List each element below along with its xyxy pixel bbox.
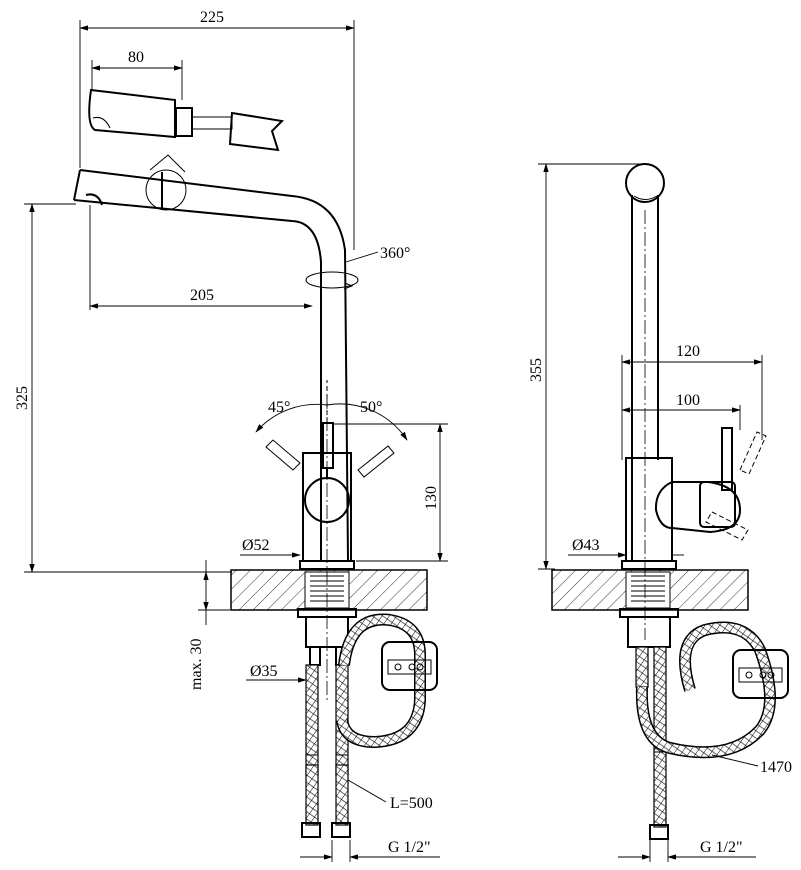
dim-g12-right: G 1/2" (700, 839, 743, 856)
dim-max30: max. 30 (188, 638, 205, 690)
dim-g12-left: G 1/2" (388, 839, 431, 856)
pullout-hose-loop-right (635, 621, 789, 759)
dim-45deg: 45° (268, 399, 290, 416)
mixer-body (265, 422, 395, 570)
mixer-body-side (621, 427, 767, 570)
dim-l500: L=500 (390, 795, 433, 812)
spout-side (625, 163, 665, 560)
pullout-head (88, 88, 285, 152)
side-view: 355 120 100 Ø43 1470 G 1/2" (528, 163, 792, 862)
dim-dia43: Ø43 (572, 537, 600, 554)
dim-355: 355 (528, 358, 545, 382)
dim-120: 120 (676, 343, 700, 360)
dimensions-side: 355 120 100 Ø43 1470 G 1/2" (528, 163, 792, 862)
dim-dia35: Ø35 (250, 663, 278, 680)
dim-80: 80 (128, 49, 144, 66)
dim-1470: 1470 (760, 759, 792, 776)
dim-100: 100 (676, 392, 700, 409)
dim-225: 225 (200, 9, 224, 26)
dim-50deg: 50° (360, 399, 382, 416)
supply-hoses-left (301, 646, 351, 838)
dim-360: 360° (380, 245, 410, 262)
dim-205: 205 (190, 287, 214, 304)
pullout-hose-loop-left (336, 613, 438, 749)
dim-130: 130 (423, 486, 440, 510)
dim-dia52: Ø52 (242, 537, 270, 554)
front-view: 225 80 205 325 360° 45° 50° (14, 9, 448, 862)
dim-325: 325 (14, 386, 31, 410)
spout (73, 154, 349, 561)
dimensions-front: 225 80 205 325 360° 45° 50° (14, 9, 448, 862)
mounting-thread-right (631, 575, 665, 602)
